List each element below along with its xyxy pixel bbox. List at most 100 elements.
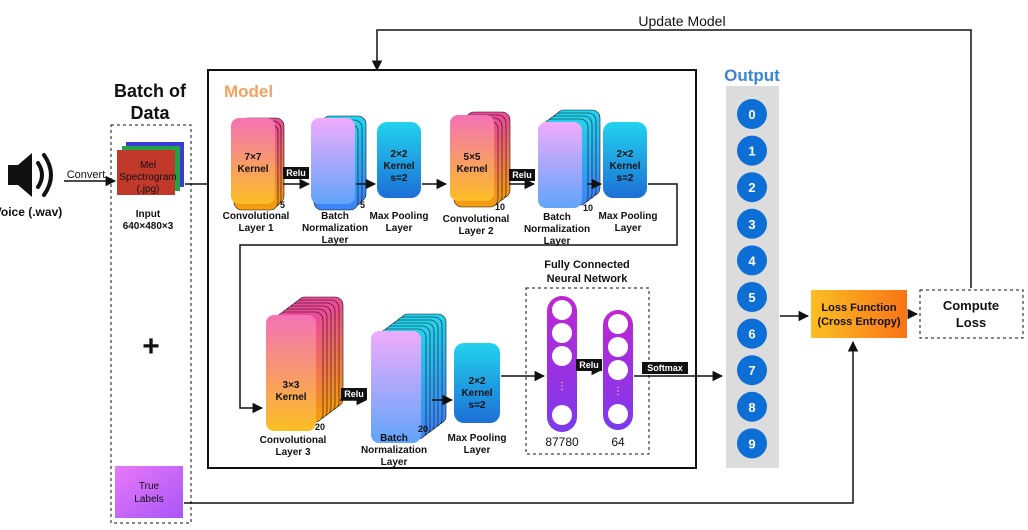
bn3-name-line1: Batch <box>380 433 408 444</box>
spectrogram-line1: Mel <box>140 160 156 171</box>
conv1-count: 5 <box>280 200 285 210</box>
relu-tag-fc <box>576 359 602 371</box>
fc-layer1-size: 87780 <box>545 435 579 449</box>
output-node-7 <box>737 355 767 386</box>
true-labels-line2: Labels <box>134 494 163 505</box>
conv2-count: 10 <box>495 202 505 212</box>
compute-line1: Compute <box>943 298 999 313</box>
pool1-kernel-line1: 2×2 <box>391 149 408 160</box>
pool-layer-2 <box>603 122 647 198</box>
output-node-label-7: 7 <box>748 363 755 378</box>
pool-layer-3 <box>454 343 500 423</box>
fc-title-line1: Fully Connected <box>544 259 630 271</box>
output-node-2 <box>737 172 767 203</box>
bn2-name-line2: Normalization <box>524 224 590 235</box>
bn-layer-3 <box>371 313 447 443</box>
spectrogram-line3: (.jpg) <box>137 184 160 195</box>
pool1-kernel-line2: Kernel <box>383 161 414 172</box>
softmax-tag <box>642 362 688 374</box>
bn3-count: 20 <box>418 424 428 434</box>
pool3-kernel-line3: s=2 <box>469 400 486 411</box>
bn2-name-line3: Layer <box>544 236 571 247</box>
bn1-name-line1: Batch <box>321 211 349 222</box>
relu-tag-1 <box>283 167 309 179</box>
compute-loss-box <box>919 289 1024 339</box>
fc-layer-1: ⋮ <box>547 296 577 432</box>
svg-text:⋮: ⋮ <box>613 386 623 397</box>
bn3-name-line2: Normalization <box>361 445 427 456</box>
update-model-label: Update Model <box>638 13 725 29</box>
pool2-name-line1: Max Pooling <box>599 211 658 222</box>
fc-layer-2: ⋮ <box>603 310 633 430</box>
conv3-name-line1: Convolutional <box>260 435 327 446</box>
output-node-label-1: 1 <box>748 144 755 159</box>
pool3-name-line2: Layer <box>464 445 491 456</box>
conv2-name-line1: Convolutional <box>443 214 510 225</box>
relu-tag-2 <box>509 169 535 181</box>
bn-layer-1 <box>311 115 367 211</box>
conv2-name-line2: Layer 2 <box>458 226 493 237</box>
pool1-name-line2: Layer <box>386 223 413 234</box>
conv1-kernel-line1: 7×7 <box>245 152 262 163</box>
conv-layer-1 <box>231 117 285 211</box>
bn2-count: 10 <box>583 203 593 213</box>
output-node-label-9: 9 <box>748 436 755 451</box>
compute-line2: Loss <box>956 315 986 330</box>
true-labels-line1: True <box>139 481 160 492</box>
relu-tag-3 <box>341 388 367 400</box>
input-label-line2: 640×480×3 <box>123 221 174 232</box>
bn-layer-2 <box>538 109 601 208</box>
pool2-kernel-line1: 2×2 <box>617 149 634 160</box>
relu-label-fc: Relu <box>579 360 599 370</box>
batch-title-line2: Data <box>130 103 170 123</box>
pool2-name-line2: Layer <box>615 223 642 234</box>
batch-box <box>110 124 192 524</box>
pool2-kernel-line2: Kernel <box>609 161 640 172</box>
pool3-kernel-line1: 2×2 <box>469 376 486 387</box>
voice-label: Voice (.wav) <box>0 205 62 219</box>
bn3-name-line3: Layer <box>381 457 408 468</box>
fc-title-line2: Neural Network <box>547 273 629 285</box>
relu-label-2: Relu <box>512 170 532 180</box>
bn1-count: 5 <box>360 200 365 210</box>
pool1-kernel-line3: s=2 <box>391 173 408 184</box>
output-node-label-5: 5 <box>748 290 755 305</box>
output-nodes: 0 1 2 3 4 5 6 7 8 9 <box>737 99 767 459</box>
conv3-name-line2: Layer 3 <box>275 447 310 458</box>
output-node-label-3: 3 <box>748 217 755 232</box>
svg-text:⋮: ⋮ <box>557 381 567 392</box>
output-node-5 <box>737 282 767 312</box>
conv2-kernel-line2: Kernel <box>456 164 487 175</box>
output-node-6 <box>737 318 767 349</box>
output-node-0 <box>737 99 767 129</box>
output-node-label-6: 6 <box>748 327 755 342</box>
output-node-1 <box>737 135 767 166</box>
softmax-label: Softmax <box>647 363 683 373</box>
output-node-label-4: 4 <box>748 253 756 268</box>
loss-function-box <box>811 290 907 338</box>
conv-layer-3 <box>266 296 344 431</box>
speaker-icon <box>8 153 53 197</box>
spectrogram-line2: Spectrogram <box>119 172 176 183</box>
conv2-kernel-line1: 5×5 <box>464 152 481 163</box>
conv3-kernel-line2: Kernel <box>275 392 306 403</box>
output-node-label-0: 0 <box>748 107 755 122</box>
loss-line2: (Cross Entropy) <box>817 316 900 328</box>
pool3-kernel-line2: Kernel <box>461 388 492 399</box>
output-node-8 <box>737 391 767 422</box>
loss-line1: Loss Function <box>821 302 896 314</box>
model-title: Model <box>224 82 273 101</box>
conv3-count: 20 <box>315 422 325 432</box>
batch-title-line1: Batch of <box>114 81 187 101</box>
output-node-label-2: 2 <box>748 180 755 195</box>
pool3-name-line1: Max Pooling <box>448 433 507 444</box>
plus-icon: + <box>142 330 160 363</box>
spectrogram-stack <box>117 142 184 195</box>
row-wrap-arrow <box>239 183 678 414</box>
output-node-label-8: 8 <box>748 400 755 415</box>
pool-layer-1 <box>377 122 421 198</box>
labels-to-loss-arrow <box>184 340 859 504</box>
pool2-kernel-line3: s=2 <box>617 173 634 184</box>
conv1-name-line2: Layer 1 <box>238 223 273 234</box>
